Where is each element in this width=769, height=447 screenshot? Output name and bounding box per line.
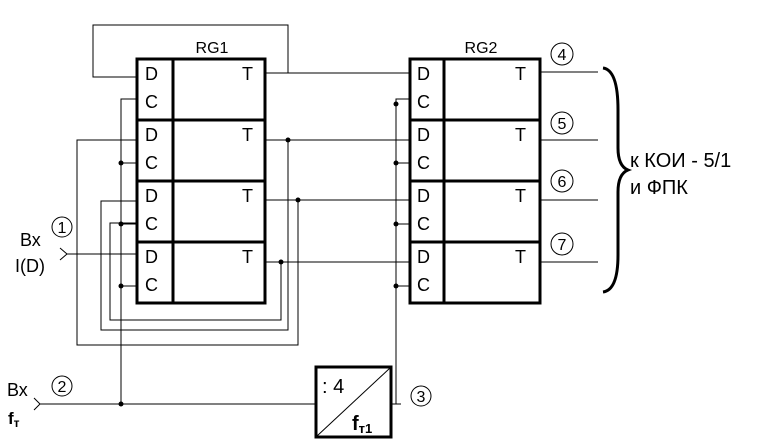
input-2-freq-label: fт [8, 409, 20, 430]
input-2-circle [51, 375, 73, 397]
rg2-cell-4-d-label: D [417, 247, 430, 267]
rg2-cell-1-t-label: T [515, 64, 526, 84]
rg2-cell: D C T [417, 125, 526, 173]
rg1-cell-3-d-label: D [145, 186, 158, 206]
rg2-cell-3-t-label: T [515, 186, 526, 206]
input-1-number: 1 [58, 220, 67, 237]
rg1-cell-4-t-label: T [242, 247, 253, 267]
frequency-divider: : 4 fт1 [314, 365, 393, 439]
rg2-cell-1-c-label: C [417, 92, 430, 112]
input-2-group: 2 Вх fт [7, 375, 73, 430]
rg2-cell-1-d-label: D [417, 64, 430, 84]
rg2-cell: D C T [417, 186, 526, 234]
rg2-register: RG2 D C T D C T D C T D C T [408, 40, 542, 305]
node-3-number: 3 [417, 389, 426, 406]
rg2-cell-3-c-label: C [417, 214, 430, 234]
wiring [33, 24, 598, 411]
rg1-cell: D C T [145, 64, 253, 112]
rg2-cell-4-c-label: C [417, 275, 430, 295]
input-1-line2: I(D) [15, 256, 45, 276]
rg1-cell-1-c-label: C [145, 92, 158, 112]
destination-line2: и ФПК [630, 177, 688, 199]
divider-diagonal [316, 367, 391, 437]
destination-line1: к КОИ - 5/1 [630, 150, 731, 172]
rg2-cell: D C T [417, 64, 526, 112]
input-1-group: 1 Вх I(D) [15, 216, 73, 276]
output-7-circle [550, 232, 574, 256]
output-4-circle [550, 42, 574, 66]
rg1-cell: D C T [145, 125, 253, 173]
output-4-number: 4 [558, 47, 567, 64]
output-5-circle [550, 111, 574, 135]
rg2-cell-2-d-label: D [417, 125, 430, 145]
feedback-wire [92, 24, 289, 78]
rg2-cell: D C T [417, 247, 526, 295]
divider-ratio-label: : 4 [322, 376, 344, 398]
rg1-cell-1-t-label: T [242, 64, 253, 84]
rg1-cell-2-d-label: D [145, 125, 158, 145]
output-7-number: 7 [558, 237, 567, 254]
rg1-register: RG1 D C T D C T D C T D C T [135, 40, 267, 305]
rg1-cell: D C T [145, 186, 253, 234]
rg1-cell-4-c-label: C [145, 275, 158, 295]
rg1-cell-3-t-label: T [242, 186, 253, 206]
rg2-cell-2-t-label: T [515, 125, 526, 145]
input-2-line1: Вх [7, 380, 28, 400]
node-3-group: 3 [410, 385, 432, 407]
rg2-cell-2-c-label: C [417, 153, 430, 173]
rg1-cell-1-d-label: D [145, 64, 158, 84]
output-6-number: 6 [558, 174, 567, 191]
rg2-title: RG2 [465, 40, 498, 57]
rg1-cell-2-c-label: C [145, 153, 158, 173]
rg2-cell-4-t-label: T [515, 247, 526, 267]
divider-output-label: fт1 [352, 413, 372, 436]
output-labels: 4 5 6 7 [550, 42, 574, 256]
rg1-cell: D C T [145, 247, 253, 295]
rg1-cell-4-d-label: D [145, 247, 158, 267]
node-3-circle [410, 385, 432, 407]
rg1-cell-2-t-label: T [242, 125, 253, 145]
input-1-circle [51, 216, 73, 238]
destination-label: к КОИ - 5/1 и ФПК [630, 150, 731, 199]
grouping-brace [602, 66, 633, 294]
rg2-cell-3-d-label: D [417, 186, 430, 206]
input-2-number: 2 [58, 379, 67, 396]
input-1-line1: Вх [20, 230, 41, 250]
divider-box [314, 365, 393, 439]
output-6-circle [550, 169, 574, 193]
rg1-title: RG1 [196, 40, 229, 57]
rg1-cell-3-c-label: C [145, 214, 158, 234]
output-5-number: 5 [558, 116, 567, 133]
